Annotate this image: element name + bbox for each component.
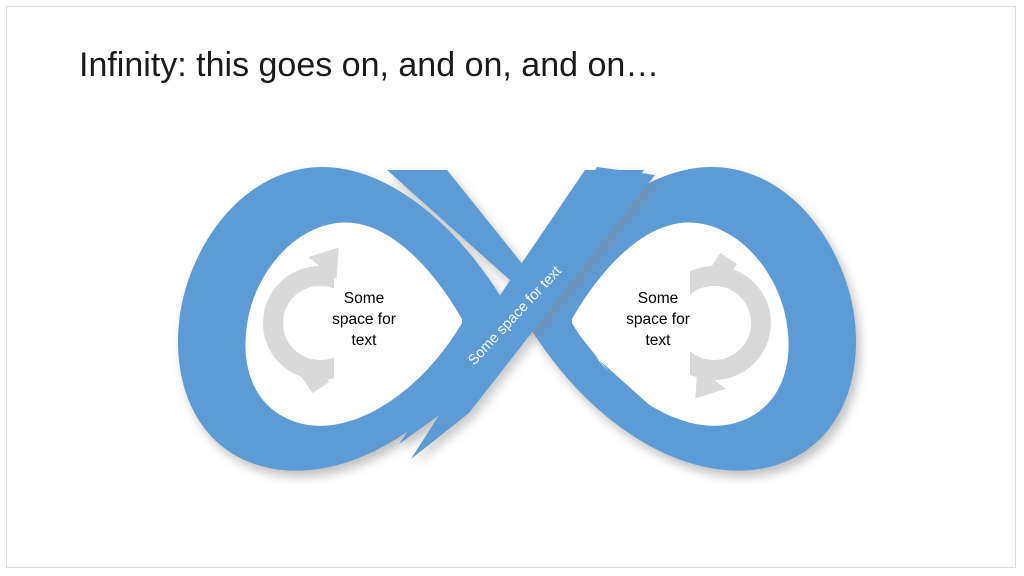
infinity-loop-diagram[interactable]: Some space for text Some space for text … xyxy=(7,7,1015,567)
infinity-shape-svg xyxy=(177,166,857,471)
left-loop-text-line-2: space for xyxy=(332,311,396,328)
left-loop-text-line-1: Some xyxy=(343,290,385,307)
left-loop-text-block: Some space for text xyxy=(289,288,439,351)
right-loop-text-line-2: space for xyxy=(626,311,690,328)
infinity-center-band xyxy=(411,167,655,459)
left-loop-text-line-3: text xyxy=(351,332,377,349)
circular-arrow-left-icon xyxy=(263,247,339,394)
right-loop-text-line-3: text xyxy=(645,332,671,349)
slide-canvas: Infinity: this goes on, and on, and on… xyxy=(6,6,1016,568)
right-loop-text-block: Some space for text xyxy=(583,288,733,351)
circular-arrow-right-icon xyxy=(690,252,771,399)
page-title: Infinity: this goes on, and on, and on… xyxy=(79,46,660,84)
right-loop-text-line-1: Some xyxy=(637,290,679,307)
